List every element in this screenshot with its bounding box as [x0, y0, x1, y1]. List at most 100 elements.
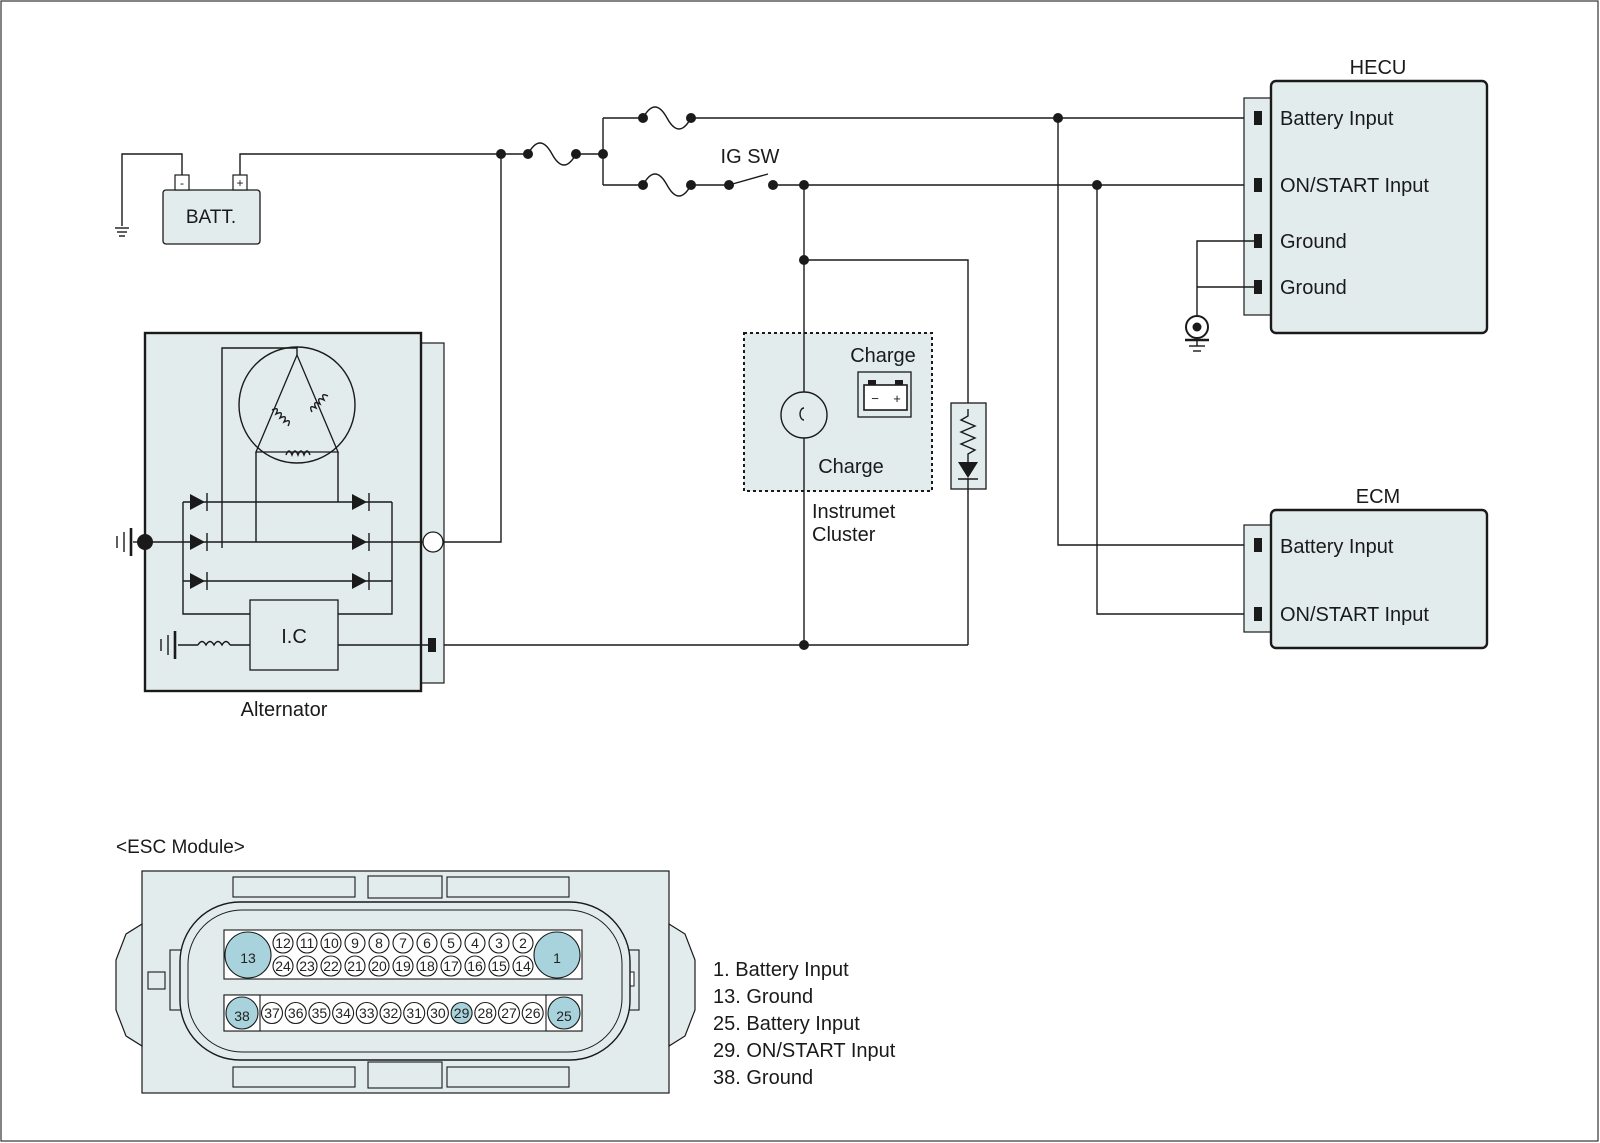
esc-pin-36: 36 — [284, 1001, 307, 1025]
esc-pin-8-label: 8 — [375, 935, 383, 951]
esc-pin-5: 5 — [440, 932, 462, 954]
l-terminal — [428, 638, 436, 652]
esc-pin-29: 29 — [450, 1001, 473, 1025]
battery-neg-sign: - — [180, 176, 184, 190]
ecm-pin-battery-input: Battery Input — [1280, 536, 1394, 558]
cluster-name-line2: Cluster — [812, 524, 876, 546]
ecm-module — [1243, 508, 1489, 650]
esc-pin-27: 27 — [497, 1001, 521, 1025]
esc-pin-18: 18 — [416, 955, 438, 977]
esc-pin-15: 15 — [488, 955, 510, 977]
esc-pin-15-label: 15 — [491, 958, 507, 974]
esc-pin-32: 32 — [379, 1001, 402, 1025]
esc-pin-38: 38 — [225, 996, 259, 1030]
instrument-cluster: − + Charge Charge — [743, 332, 933, 492]
esc-pin-3: 3 — [488, 932, 510, 954]
ecm-battery-wire — [1057, 118, 1254, 546]
esc-pin-12-label: 12 — [275, 935, 291, 951]
battery-label: BATT. — [186, 207, 236, 228]
fuse-hecu-battery — [642, 106, 692, 130]
battery-ground-wire — [121, 153, 183, 226]
esc-pin-16: 16 — [464, 955, 486, 977]
esc-title: <ESC Module> — [116, 837, 245, 858]
esc-pin-18-label: 18 — [419, 958, 435, 974]
svg-text:+: + — [893, 391, 901, 406]
esc-legend-1: 1. Battery Input — [713, 959, 849, 981]
esc-pin-27-label: 27 — [501, 1005, 517, 1021]
ground-symbol-battery — [115, 227, 129, 237]
fuse-main — [527, 142, 577, 166]
esc-pin-30-label: 30 — [430, 1005, 446, 1021]
esc-pin-28: 28 — [474, 1001, 497, 1025]
esc-pin-25: 25 — [547, 996, 581, 1030]
esc-pin-2: 2 — [512, 932, 534, 954]
hecu-pin-ground-2: Ground — [1280, 277, 1347, 299]
esc-pin-38-label: 38 — [234, 1008, 250, 1024]
stator-icon — [238, 346, 356, 464]
esc-pin-1: 1 — [533, 931, 581, 979]
esc-pin-4-label: 4 — [471, 935, 479, 951]
esc-pin-6-label: 6 — [423, 935, 431, 951]
battery: - + BATT. — [162, 174, 261, 245]
esc-pin-10-label: 10 — [323, 935, 339, 951]
alternator-output-wire — [443, 154, 502, 543]
esc-pin-2-label: 2 — [519, 935, 527, 951]
esc-pin-11: 11 — [296, 932, 318, 954]
esc-pin-9: 9 — [344, 932, 366, 954]
hecu-pin-ground-1: Ground — [1280, 231, 1347, 253]
esc-pin-19-label: 19 — [395, 958, 411, 974]
esc-pin-5-label: 5 — [447, 935, 455, 951]
esc-pin-35-label: 35 — [312, 1005, 328, 1021]
esc-pin-9-label: 9 — [351, 935, 359, 951]
hecu-ground-wire — [1196, 240, 1254, 325]
esc-pin-34-label: 34 — [335, 1005, 351, 1021]
esc-pin-6: 6 — [416, 932, 438, 954]
esc-pin-24-label: 24 — [275, 958, 291, 974]
fuse-ig — [642, 173, 692, 197]
hecu-pin-onstart-input: ON/START Input — [1280, 175, 1429, 197]
alternator: I.C — [116, 331, 445, 693]
esc-pin-36-label: 36 — [288, 1005, 304, 1021]
hecu-pin-battery-input: Battery Input — [1280, 108, 1394, 130]
esc-pin-25-label: 25 — [556, 1008, 572, 1024]
b-terminal — [422, 531, 444, 553]
ecm-pin-onstart-input: ON/START Input — [1280, 604, 1429, 626]
hecu-title: HECU — [1350, 57, 1407, 79]
svg-text:−: − — [871, 391, 879, 406]
cluster-icon-label: Charge — [850, 345, 916, 367]
esc-pin-14: 14 — [512, 955, 534, 977]
ic-block — [249, 599, 339, 671]
esc-pin-26: 26 — [521, 1001, 544, 1025]
esc-pin-31-label: 31 — [406, 1005, 422, 1021]
esc-pin-17-label: 17 — [443, 958, 459, 974]
main-battery-wire — [239, 153, 528, 175]
esc-pin-28-label: 28 — [478, 1005, 494, 1021]
esc-pin-1-label: 1 — [553, 950, 561, 966]
esc-pin-20-label: 20 — [371, 958, 387, 974]
alternator-label: Alternator — [241, 699, 328, 721]
esc-pin-7-label: 7 — [399, 935, 407, 951]
esc-pin-32-label: 32 — [383, 1005, 399, 1021]
esc-pin-30: 30 — [426, 1001, 449, 1025]
esc-pin-10: 10 — [320, 932, 342, 954]
esc-pin-24: 24 — [272, 955, 294, 977]
esc-pin-7: 7 — [392, 932, 414, 954]
ig-switch-label: IG SW — [721, 146, 780, 168]
ecm-title: ECM — [1356, 486, 1400, 508]
esc-pin-4: 4 — [464, 932, 486, 954]
esc-pin-29-label: 29 — [454, 1005, 470, 1021]
esc-legend-25: 25. Battery Input — [713, 1013, 860, 1035]
chassis-ground-icon — [1185, 315, 1209, 352]
esc-pin-13: 13 — [224, 931, 272, 979]
esc-pin-8: 8 — [368, 932, 390, 954]
ic-label: I.C — [281, 626, 307, 648]
esc-pin-22: 22 — [320, 955, 342, 977]
esc-pin-22-label: 22 — [323, 958, 339, 974]
esc-pin-35: 35 — [308, 1001, 331, 1025]
battery-pos-sign: + — [236, 176, 243, 190]
esc-connector — [115, 870, 696, 1094]
ig-switch-contact — [728, 173, 769, 186]
esc-legend-13: 13. Ground — [713, 986, 813, 1008]
esc-pin-37-label: 37 — [264, 1005, 280, 1021]
